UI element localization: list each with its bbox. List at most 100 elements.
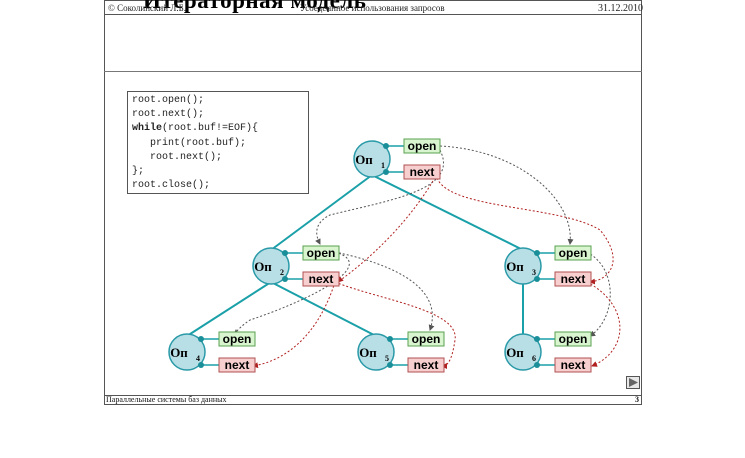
port-dot xyxy=(534,250,540,256)
next-method-label: next xyxy=(414,358,439,372)
operator-node: Оп 2 open next xyxy=(252,245,340,287)
header-author: © Соколинский Л.Б. xyxy=(108,3,187,13)
open-method-label: open xyxy=(223,332,252,346)
tree-edge xyxy=(186,281,272,337)
header-date: 31.12.2010 xyxy=(598,3,643,14)
title-divider xyxy=(104,71,642,72)
play-icon xyxy=(629,378,638,387)
port-dot xyxy=(387,336,393,342)
next-method-box xyxy=(302,271,340,287)
next-call-arrow xyxy=(337,173,438,283)
open-method-box xyxy=(554,245,592,261)
next-call-arrow xyxy=(436,177,614,285)
operator-circle xyxy=(168,333,206,371)
next-slide-button[interactable] xyxy=(626,376,640,389)
code-text: print(root.buf); xyxy=(132,137,247,149)
port-dot xyxy=(282,250,288,256)
next-method-box xyxy=(407,357,445,373)
next-method-box xyxy=(218,357,256,373)
port-dot xyxy=(534,336,540,342)
operator-circle xyxy=(357,333,395,371)
code-line: print(root.buf); xyxy=(132,137,304,151)
page-number: 3 xyxy=(635,395,639,404)
port-dot xyxy=(282,276,288,282)
operator-index: 1 xyxy=(381,161,385,170)
code-text: (root.buf!=EOF){ xyxy=(162,123,259,135)
open-call-arrow xyxy=(586,251,611,337)
footer-course-name: Параллельные системы баз данных xyxy=(106,395,227,404)
operator-label: Оп xyxy=(355,152,373,167)
port-dot xyxy=(534,362,540,368)
next-call-arrow xyxy=(334,281,456,369)
open-method-label: open xyxy=(559,332,588,346)
header-course: Усоеденнное использования запросов xyxy=(300,3,445,13)
open-method-label: open xyxy=(559,246,588,260)
next-method-label: next xyxy=(561,272,586,286)
next-method-label: next xyxy=(410,165,435,179)
operator-index: 2 xyxy=(280,268,284,277)
code-text: }; xyxy=(132,166,145,178)
open-method-label: open xyxy=(408,139,437,153)
port-dot xyxy=(534,276,540,282)
operator-circle xyxy=(252,247,290,285)
port-dot xyxy=(383,169,389,175)
port-dot xyxy=(387,362,393,368)
code-keyword: while xyxy=(132,123,163,135)
open-method-box xyxy=(554,331,592,347)
code-line: root.next(); xyxy=(132,151,304,165)
open-method-box xyxy=(407,331,445,347)
operator-label: Оп xyxy=(506,259,524,274)
next-method-box xyxy=(554,357,592,373)
open-method-box xyxy=(218,331,256,347)
port-dot xyxy=(198,362,204,368)
code-text: root.next(); xyxy=(132,151,223,163)
code-text: root.close(); xyxy=(132,180,211,192)
open-method-label: open xyxy=(412,332,441,346)
next-method-box xyxy=(554,271,592,287)
port-dot xyxy=(198,336,204,342)
next-method-label: next xyxy=(561,358,586,372)
next-method-box xyxy=(403,164,441,180)
open-method-label: open xyxy=(307,246,336,260)
open-call-arrow xyxy=(334,251,435,331)
code-listing: root.open();root.next();while(root.buf!=… xyxy=(127,91,309,194)
operator-index: 3 xyxy=(532,268,536,277)
operator-node: Оп 6 open next xyxy=(504,331,592,373)
operator-circle xyxy=(504,333,542,371)
code-line: root.open(); xyxy=(132,94,304,108)
operator-circle xyxy=(504,247,542,285)
code-text: root.next(); xyxy=(132,109,205,121)
code-line: root.close(); xyxy=(132,179,304,193)
port-dot xyxy=(383,143,389,149)
next-method-label: next xyxy=(309,272,334,286)
open-method-box xyxy=(302,245,340,261)
tree-edge xyxy=(270,174,373,251)
operator-label: Оп xyxy=(359,345,377,360)
operator-node: Оп 5 open next xyxy=(357,331,445,373)
open-method-box xyxy=(403,138,441,154)
next-method-label: next xyxy=(225,358,250,372)
operator-node: Оп 4 open next xyxy=(168,331,256,373)
slide-title: Итераторная модель xyxy=(143,0,367,13)
code-line: }; xyxy=(132,165,304,179)
next-call-arrow xyxy=(252,281,336,369)
code-line: while(root.buf!=EOF){ xyxy=(132,122,304,136)
operator-label: Оп xyxy=(254,259,272,274)
open-call-arrow xyxy=(439,145,574,245)
operator-node: Оп 3 open next xyxy=(504,245,592,287)
operator-index: 4 xyxy=(196,354,200,363)
operator-circle xyxy=(353,140,391,178)
open-call-arrow xyxy=(232,251,350,336)
code-line: root.next(); xyxy=(132,108,304,122)
operator-label: Оп xyxy=(170,345,188,360)
operator-index: 5 xyxy=(385,354,389,363)
operator-index: 6 xyxy=(532,354,536,363)
next-call-arrow xyxy=(586,281,621,367)
header-divider xyxy=(104,14,642,15)
operator-node: Оп 1 open next xyxy=(353,138,441,180)
code-text: root.open(); xyxy=(132,95,205,106)
operator-label: Оп xyxy=(506,345,524,360)
footer-divider xyxy=(104,395,642,396)
tree-edge xyxy=(371,174,524,251)
